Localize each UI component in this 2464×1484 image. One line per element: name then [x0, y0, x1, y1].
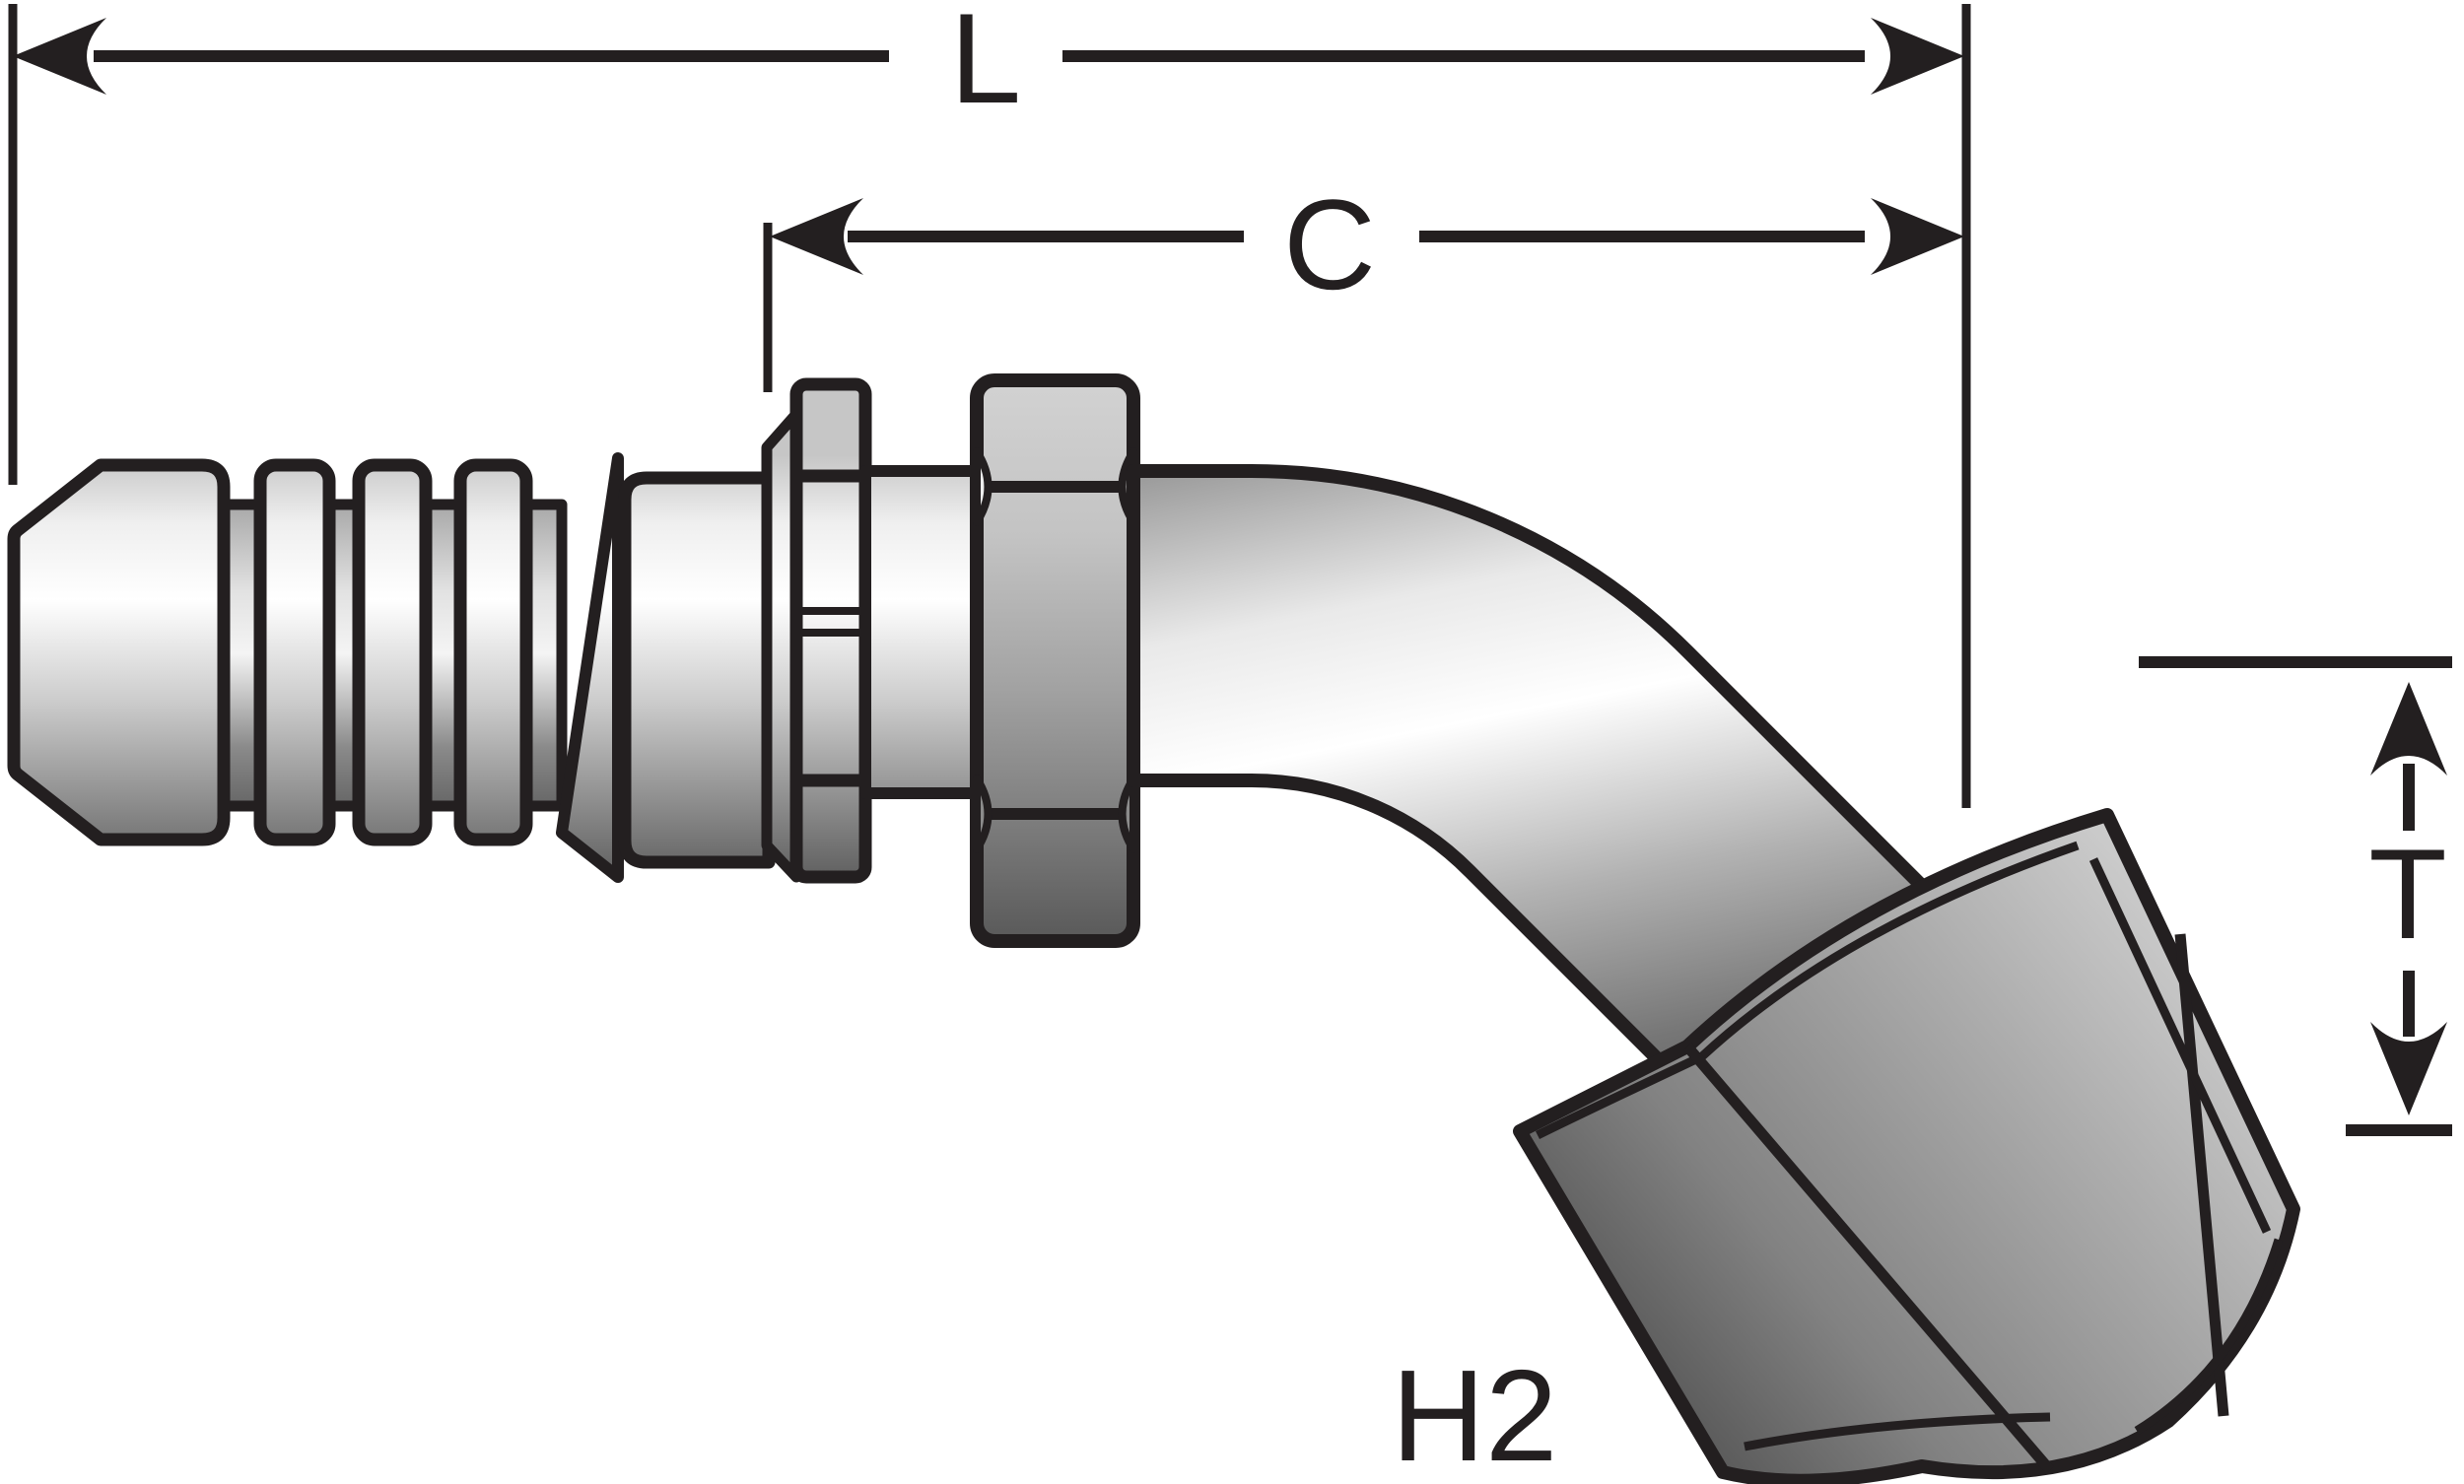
swivel-nut-bottom-inner-line	[1744, 1412, 2051, 1451]
swivel-nut-rim-inner-line	[1535, 841, 2080, 1140]
stem-end-cap	[7, 458, 231, 846]
dimension-C-label: C	[1283, 172, 1376, 316]
dimension-T	[2139, 656, 2452, 1136]
arrowhead-left-icon	[13, 18, 106, 95]
hex-corner-chamfer	[973, 447, 992, 526]
swivel-nut-facet-line	[2174, 933, 2229, 1417]
barb-ring	[352, 458, 433, 846]
arrowhead-right-icon	[1871, 198, 1964, 275]
barb-ring	[453, 458, 533, 846]
arrowhead-up-icon	[2370, 682, 2447, 776]
swivel-nut-facet-line	[1682, 1043, 2055, 1474]
smooth-shank	[618, 471, 776, 869]
arrowhead-right-icon	[1871, 18, 1964, 95]
arrowhead-down-icon	[2370, 1022, 2447, 1115]
dimension-T-label: T	[2368, 822, 2446, 966]
dimension-L	[8, 4, 1971, 808]
hose-fitting-illustration	[7, 373, 2300, 1484]
dimension-L-label: L	[950, 0, 1021, 130]
hex-nut	[970, 373, 1140, 948]
shank-between-collar-and-nut	[859, 465, 986, 799]
flare-cone	[556, 452, 624, 883]
arrowhead-left-icon	[770, 198, 863, 275]
swivel-nut-far-end-inner-line	[2134, 1238, 2284, 1435]
hex-corner-chamfer	[973, 775, 992, 853]
swivel-nut-corner-chamfer-line	[2088, 857, 2272, 1234]
hex-corner-chamfer	[1118, 775, 1137, 853]
barb-ring	[253, 458, 336, 846]
dimension-C	[763, 198, 1964, 392]
part-code-label: H2	[1392, 1343, 1558, 1484]
